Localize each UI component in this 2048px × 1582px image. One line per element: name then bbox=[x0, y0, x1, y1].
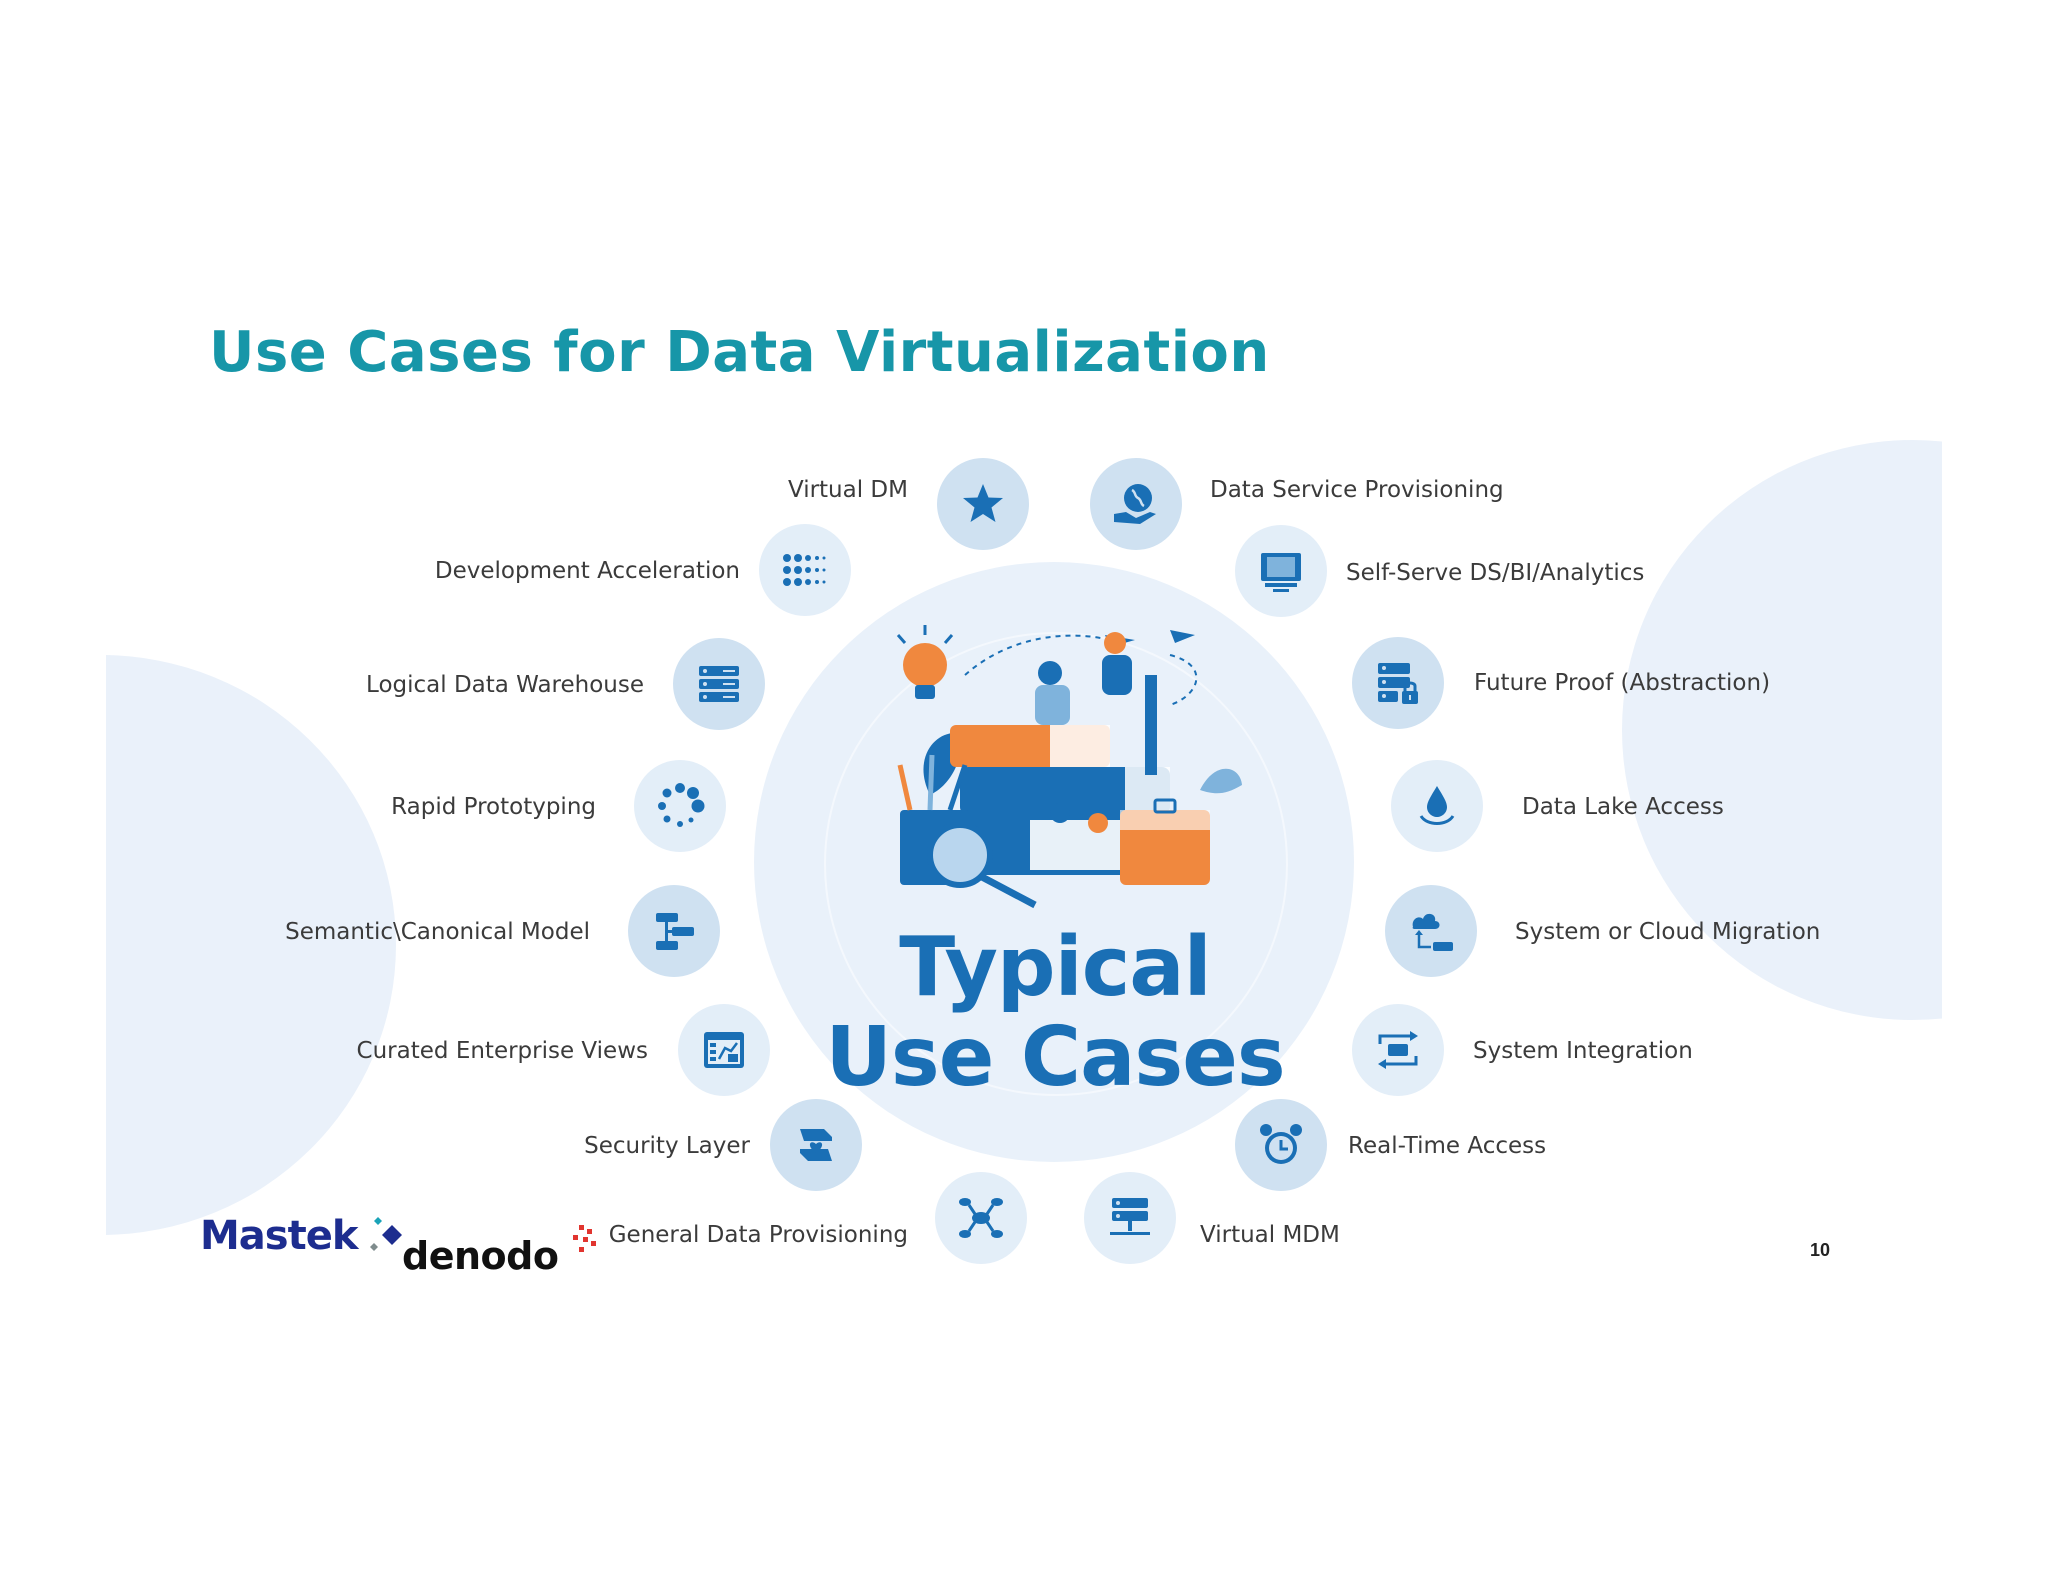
dot-grid-icon bbox=[783, 554, 826, 586]
server-lock-icon bbox=[1378, 663, 1418, 704]
use-case-label-data-service-provisioning: Data Service Provisioning bbox=[1210, 477, 1504, 503]
denodo-logo-text: denodo bbox=[402, 1234, 559, 1278]
use-case-label-future-proof-abstraction: Future Proof (Abstraction) bbox=[1474, 670, 1771, 696]
hands-heart-icon-badge bbox=[770, 1099, 862, 1191]
server-network-icon bbox=[1110, 1198, 1150, 1235]
use-case-label-virtual-mdm: Virtual MDM bbox=[1200, 1222, 1340, 1248]
globe-hand-icon bbox=[1114, 484, 1156, 524]
use-case-label-development-acceleration: Development Acceleration bbox=[434, 558, 740, 584]
center-title-line2: Use Cases bbox=[825, 1010, 1285, 1105]
monitor-icon bbox=[1261, 553, 1301, 592]
sync-arrows-icon bbox=[1378, 1031, 1418, 1069]
server-rack-icon-badge bbox=[673, 638, 765, 730]
use-case-label-security-layer: Security Layer bbox=[584, 1133, 750, 1159]
loading-spinner-icon-badge bbox=[634, 760, 726, 852]
mastek-logo-mark bbox=[370, 1217, 403, 1251]
denodo-logo-mark bbox=[573, 1225, 597, 1252]
use-case-label-virtual-dm: Virtual DM bbox=[787, 477, 908, 503]
mastek-logo: Mastek bbox=[200, 1213, 410, 1259]
use-case-label-real-time-access: Real-Time Access bbox=[1348, 1133, 1547, 1159]
database-network-icon bbox=[959, 1198, 1003, 1238]
use-case-label-semantic-canonical-model: Semantic\Canonical Model bbox=[285, 919, 590, 945]
use-case-label-rapid-prototyping: Rapid Prototyping bbox=[391, 794, 596, 820]
hierarchy-icon-badge bbox=[628, 885, 720, 977]
background-half-circle-right bbox=[1540, 420, 1942, 1040]
use-case-label-curated-enterprise-views: Curated Enterprise Views bbox=[356, 1038, 648, 1064]
denodo-logo: denodo bbox=[402, 1225, 597, 1278]
center-title-line1: Typical bbox=[899, 920, 1212, 1015]
cloud-migration-icon bbox=[1412, 913, 1453, 951]
alarm-clock-icon bbox=[1260, 1124, 1302, 1164]
sync-arrows-icon-badge bbox=[1352, 1004, 1444, 1096]
center-hub-ring bbox=[824, 632, 1288, 1096]
mastek-logo-text: Mastek bbox=[200, 1213, 358, 1259]
use-case-label-data-lake-access: Data Lake Access bbox=[1522, 794, 1724, 820]
server-lock-icon-badge bbox=[1352, 637, 1444, 729]
use-case-label-self-serve-ds-bi-analytics: Self-Serve DS/BI/Analytics bbox=[1346, 560, 1645, 586]
page-number: 10 bbox=[1810, 1240, 1831, 1260]
use-case-label-system-integration: System Integration bbox=[1473, 1038, 1693, 1064]
water-drop-icon-badge bbox=[1391, 760, 1483, 852]
server-network-icon-badge bbox=[1084, 1172, 1176, 1264]
loading-spinner-icon bbox=[658, 783, 705, 827]
water-drop-icon bbox=[1419, 786, 1455, 825]
database-network-icon-badge bbox=[935, 1172, 1027, 1264]
star-icon-badge bbox=[937, 458, 1029, 550]
people-books-illustration bbox=[896, 625, 1242, 909]
monitor-icon-badge bbox=[1235, 525, 1327, 617]
dot-grid-icon-badge bbox=[759, 524, 851, 616]
star-icon bbox=[963, 484, 1003, 522]
hands-heart-icon bbox=[800, 1129, 832, 1161]
hierarchy-icon bbox=[656, 913, 694, 950]
dashboard-icon bbox=[704, 1032, 744, 1068]
use-case-label-system-or-cloud-migration: System or Cloud Migration bbox=[1515, 919, 1821, 945]
alarm-clock-icon-badge bbox=[1235, 1099, 1327, 1191]
use-case-label-logical-data-warehouse: Logical Data Warehouse bbox=[366, 672, 644, 698]
use-case-label-general-data-provisioning: General Data Provisioning bbox=[608, 1222, 908, 1248]
cloud-migration-icon-badge bbox=[1385, 885, 1477, 977]
globe-hand-icon-badge bbox=[1090, 458, 1182, 550]
dashboard-icon-badge bbox=[678, 1004, 770, 1096]
server-rack-icon bbox=[699, 666, 739, 702]
background-half-circle-left bbox=[106, 600, 506, 1300]
slide-title: Use Cases for Data Virtualization bbox=[209, 320, 1270, 385]
